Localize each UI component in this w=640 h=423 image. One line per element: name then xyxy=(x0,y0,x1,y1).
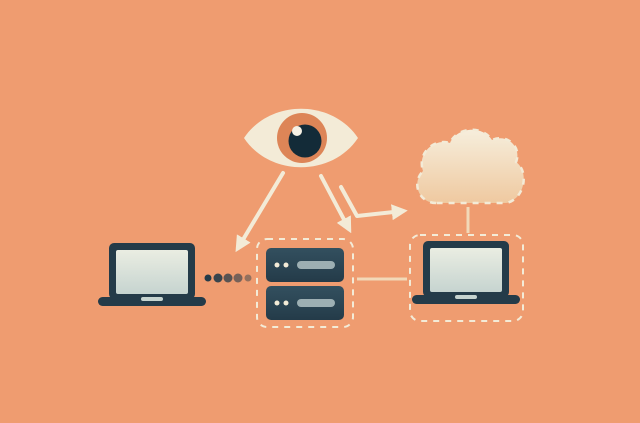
cloud-icon xyxy=(416,128,525,205)
bead xyxy=(213,273,223,283)
server-dashed-outline xyxy=(256,238,354,328)
laptop-base-notch xyxy=(455,295,477,299)
server-slot xyxy=(297,261,335,269)
bead xyxy=(244,274,252,282)
server-led xyxy=(274,262,280,268)
server-led xyxy=(283,300,289,306)
cloud-shape xyxy=(416,128,525,205)
server-led xyxy=(274,300,280,306)
server-led xyxy=(283,262,289,268)
arrow-eye-to-server xyxy=(319,174,352,234)
surveillance-arrows xyxy=(235,171,408,253)
laptop-screen xyxy=(116,250,188,294)
beaded-link-left-laptop-to-server xyxy=(204,273,252,283)
eye-highlight xyxy=(292,126,302,136)
laptop-right-icon xyxy=(412,241,520,304)
arrow-eye-to-left-laptop xyxy=(235,171,285,253)
server-group xyxy=(256,238,354,328)
bead xyxy=(223,273,233,283)
laptop-left-icon xyxy=(98,243,206,306)
arrow-eye-to-right-laptop xyxy=(339,185,408,221)
bead xyxy=(204,274,212,282)
laptop-base xyxy=(412,295,520,304)
laptop-right-group xyxy=(409,234,524,322)
laptop-screen xyxy=(430,248,502,292)
eye-icon xyxy=(244,108,358,168)
bead xyxy=(233,273,243,283)
laptop-base xyxy=(98,297,206,306)
server-slot xyxy=(297,299,335,307)
server-icon xyxy=(266,248,344,320)
laptop-base-notch xyxy=(141,297,163,301)
